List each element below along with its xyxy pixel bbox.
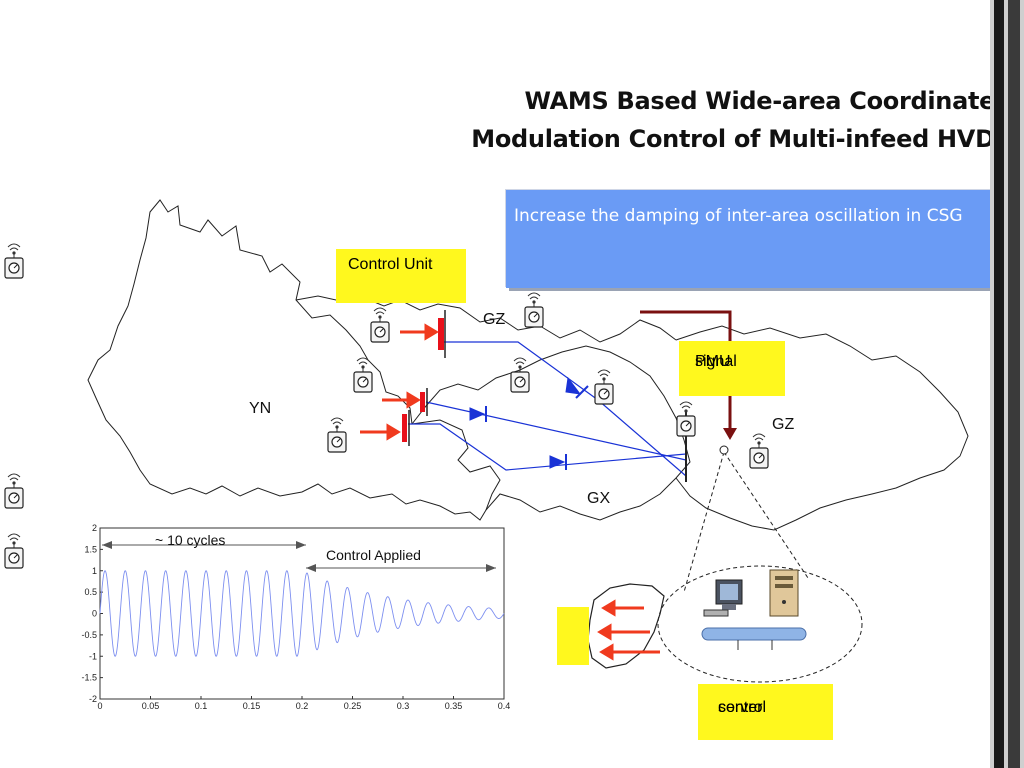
pmu-device-icon bbox=[327, 417, 347, 453]
pmu-device-icon bbox=[353, 357, 373, 393]
yn-border bbox=[87, 199, 501, 521]
converter-bars bbox=[402, 310, 446, 446]
control-unit-label: Control Unit bbox=[336, 249, 466, 303]
region-gz-right: GZ bbox=[772, 416, 795, 433]
control-applied-annotation: Control Applied bbox=[306, 547, 496, 572]
y-tick-label: -0.5 bbox=[81, 630, 97, 640]
y-tick-label: -1 bbox=[89, 651, 97, 661]
x-tick-label: 0.4 bbox=[498, 701, 511, 711]
network-bus bbox=[701, 627, 807, 641]
pmu-signal-line-2: signal bbox=[695, 353, 737, 370]
x-tick-label: 0.2 bbox=[296, 701, 309, 711]
region-gx: GX bbox=[587, 490, 611, 507]
y-tick-label: 1 bbox=[92, 566, 97, 576]
gd-border bbox=[675, 325, 969, 531]
pmu-signal-label: PMU signal bbox=[679, 341, 785, 396]
cycles-annotation: ~ 10 cycles bbox=[102, 532, 306, 549]
pmu-signal-line-1: PMU bbox=[695, 353, 731, 370]
pmu-device-icon bbox=[749, 433, 769, 469]
title-line-1: WAMS Based Wide-area Coordinated bbox=[524, 87, 1013, 115]
y-tick-label: -2 bbox=[89, 694, 97, 704]
pmu-device-icon bbox=[4, 533, 24, 569]
y-tick-label: 0.5 bbox=[84, 587, 97, 597]
control-server-line-1: control bbox=[718, 699, 767, 716]
x-tick-label: 0.15 bbox=[243, 701, 261, 711]
slide-title: WAMS Based Wide-area Coordinated Modulat… bbox=[300, 82, 1012, 158]
x-tick-label: 0.35 bbox=[445, 701, 463, 711]
region-yn: YN bbox=[249, 400, 272, 417]
server-icon bbox=[769, 569, 799, 617]
y-tick-label: 0 bbox=[92, 609, 97, 619]
pmu-device-icon bbox=[370, 307, 390, 343]
control-server-line-2: server bbox=[718, 699, 763, 716]
y-tick-label: 2 bbox=[92, 523, 97, 533]
pmu-device-icon bbox=[594, 369, 614, 405]
gx-border bbox=[411, 345, 691, 521]
workstation-icon bbox=[703, 579, 743, 617]
pmu-device-icon bbox=[510, 357, 530, 393]
control-unit-text: Control Unit bbox=[348, 256, 433, 273]
x-tick-label: 0.3 bbox=[397, 701, 410, 711]
control-applied-label: Control Applied bbox=[326, 547, 421, 563]
y-tick-label: 1.5 bbox=[84, 544, 97, 554]
signal-line bbox=[99, 570, 505, 657]
pmu-device-icon bbox=[4, 473, 24, 509]
region-gz-top: GZ bbox=[483, 311, 506, 328]
control-server-label: control server bbox=[698, 684, 833, 740]
diode-markers bbox=[469, 376, 589, 470]
pmu-device-icon bbox=[676, 401, 696, 437]
highlight-box bbox=[557, 607, 589, 665]
pmu-device-icon bbox=[524, 292, 544, 328]
oscillation-chart: 0 0.05 0.1 0.15 0.2 0.25 0.3 0.35 0.4 2 1.5 1 0.5 0 -0… bbox=[81, 523, 511, 711]
x-tick-label: 0.05 bbox=[142, 701, 160, 711]
server-network-ellipse bbox=[657, 565, 863, 683]
x-tick-label: 0 bbox=[97, 701, 102, 711]
control-arrows bbox=[360, 323, 660, 661]
objective-text: Increase the damping of inter-area oscil… bbox=[514, 206, 963, 226]
decorative-border bbox=[990, 0, 1024, 768]
x-tick-label: 0.25 bbox=[344, 701, 362, 711]
objective-callout: Increase the damping of inter-area oscil… bbox=[506, 190, 1004, 288]
title-line-2: Modulation Control of Multi-infeed HVDC bbox=[471, 125, 1012, 153]
pmu-device-icon bbox=[4, 243, 24, 279]
x-tick-label: 0.1 bbox=[195, 701, 208, 711]
y-tick-label: -1.5 bbox=[81, 673, 97, 683]
cycles-label: ~ 10 cycles bbox=[155, 532, 225, 548]
